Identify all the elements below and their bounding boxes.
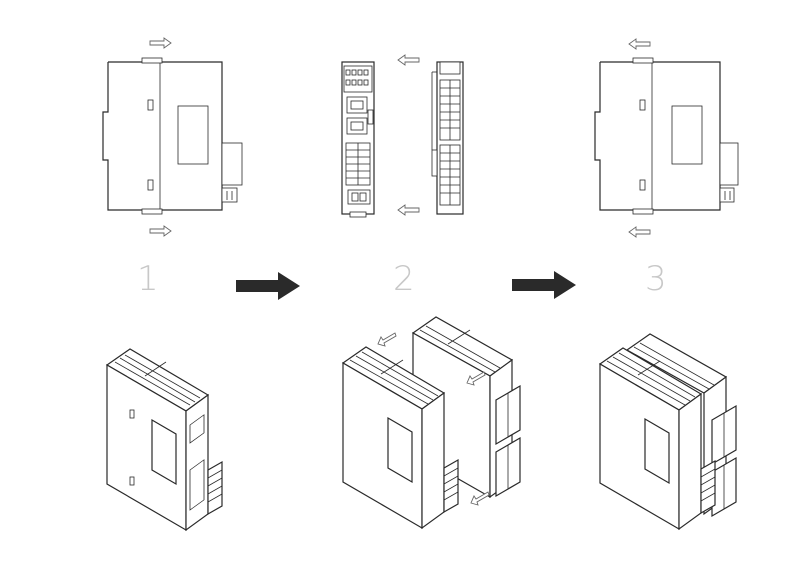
hollow-arrow-icon: [149, 37, 172, 49]
hollow-arrow-icon: [628, 38, 651, 50]
solid-right-arrow-icon: [236, 272, 300, 300]
hollow-arrow-icon: [628, 226, 651, 238]
hollow-arrow-icon: [377, 332, 397, 347]
hollow-arrow-icon: [466, 371, 486, 386]
module-iso-step3-rear: [625, 333, 737, 518]
step-number-2: 2: [393, 259, 415, 299]
hollow-arrow-icon: [397, 204, 420, 216]
solid-right-arrow-icon: [512, 271, 576, 299]
hollow-arrow-icon: [149, 225, 172, 237]
step-number-1: 1: [137, 259, 159, 299]
module-iso-step1: [105, 348, 223, 532]
step-number-3: 3: [645, 259, 667, 299]
module-side-view-step3: [594, 57, 739, 215]
module-side-view-step1: [102, 57, 243, 215]
module-front-view-right: [431, 61, 464, 215]
hollow-arrow-icon: [397, 54, 420, 66]
module-iso-step3-front: [598, 347, 716, 531]
module-front-view-left: [341, 61, 375, 218]
module-iso-step2-front: [341, 346, 459, 530]
hollow-arrow-icon: [470, 491, 490, 506]
